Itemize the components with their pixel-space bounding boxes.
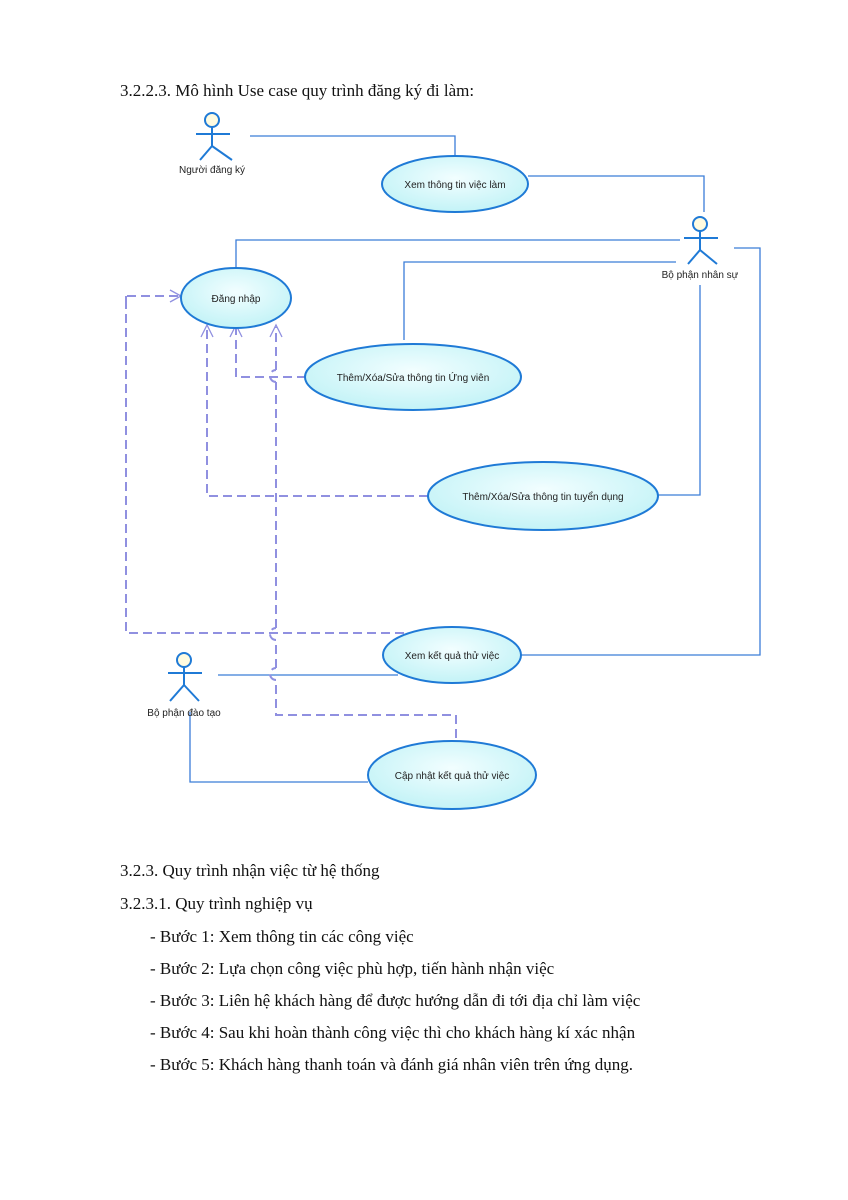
- association-login-hr: [235, 239, 680, 268]
- association-registrant-view-jobs: [250, 135, 456, 156]
- actor-training[interactable]: Bộ phận đào tạo: [147, 652, 221, 719]
- use-case-update-trial[interactable]: Cập nhật kết quả thử việc: [367, 740, 537, 810]
- association-candidates-hr: [403, 261, 676, 340]
- actor-icon: [204, 112, 220, 128]
- dependency-update-trial-login: [275, 680, 457, 738]
- association-view-jobs-hr: [528, 175, 705, 212]
- dependency-candidates-login: [235, 327, 306, 378]
- use-case-label: Thêm/Xóa/Sửa thông tin Ứng viên: [337, 371, 490, 384]
- actor-hr[interactable]: Bộ phận nhân sự: [662, 216, 739, 281]
- actor-label: Người đăng ký: [179, 165, 245, 176]
- diagram-heading: 3.2.2.3. Mô hình Use case quy trình đăng…: [120, 81, 475, 100]
- association-lines: [189, 135, 761, 783]
- use-case-label: Xem thông tin việc làm: [404, 180, 505, 191]
- use-case-label: Thêm/Xóa/Sửa thông tin tuyển dụng: [462, 491, 623, 503]
- use-case-label: Đăng nhập: [212, 294, 261, 305]
- dependency-view-trial-login: [125, 295, 404, 634]
- use-case-login[interactable]: Đăng nhập: [180, 267, 292, 329]
- use-case-label: Xem kết quả thử việc: [405, 650, 500, 662]
- subsection-title: 3.2.3.1. Quy trình nghiệp vụ: [120, 894, 313, 913]
- actor-registrant[interactable]: Người đăng ký: [179, 112, 245, 176]
- association-view-trial-hr: [520, 247, 761, 656]
- use-case-label: Cập nhật kết quả thử việc: [395, 770, 510, 782]
- actor-icon: [176, 652, 192, 668]
- actor-icon: [692, 216, 708, 232]
- dependency-update-trial-login-hop: [269, 667, 277, 681]
- association-training-update-trial: [189, 712, 368, 783]
- use-case-view-jobs[interactable]: Xem thông tin việc làm: [381, 155, 529, 213]
- list-item: - Bước 5: Khách hàng thanh toán và đánh …: [150, 1055, 633, 1074]
- use-case-manage-candidates[interactable]: Thêm/Xóa/Sửa thông tin Ứng viên: [304, 343, 522, 411]
- list-item: - Bước 4: Sau khi hoàn thành công việc t…: [150, 1023, 636, 1042]
- section-title: 3.2.3. Quy trình nhận việc từ hệ thống: [120, 861, 380, 880]
- use-case-diagram: Xem thông tin việc làm Đăng nhập Thêm/Xó…: [125, 112, 761, 810]
- association-recruitment-hr: [658, 285, 701, 496]
- list-item: - Bước 3: Liên hệ khách hàng để được hướ…: [150, 991, 641, 1010]
- process-steps-list: - Bước 1: Xem thông tin các công việc - …: [150, 926, 640, 1086]
- use-case-view-trial[interactable]: Xem kết quả thử việc: [382, 626, 522, 684]
- list-item: - Bước 1: Xem thông tin các công việc: [150, 927, 414, 946]
- dependency-recruitment-login: [206, 327, 428, 497]
- dependency-lines: [125, 295, 457, 738]
- actor-label: Bộ phận đào tạo: [147, 708, 221, 719]
- list-item: - Bước 2: Lựa chọn công việc phù hợp, ti…: [150, 959, 555, 978]
- actor-label: Bộ phận nhân sự: [662, 270, 739, 281]
- use-case-manage-recruitment[interactable]: Thêm/Xóa/Sửa thông tin tuyển dụng: [427, 461, 659, 531]
- arrowhead-icon: [269, 323, 283, 338]
- arrowhead-icon: [200, 323, 214, 338]
